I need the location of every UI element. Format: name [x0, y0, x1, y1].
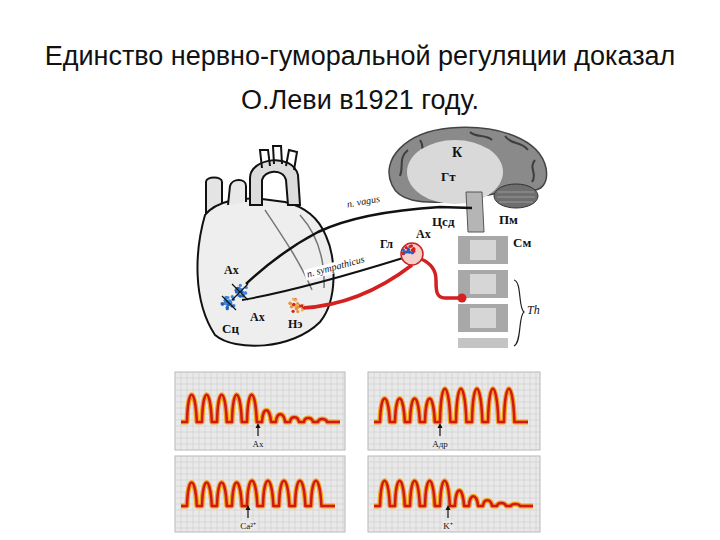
- cerebellum-folia: [497, 192, 535, 202]
- synapse-dot: [402, 249, 405, 252]
- part-label: См: [513, 236, 531, 250]
- chart-grid: [368, 372, 540, 450]
- part-label: Th: [527, 304, 540, 317]
- application-arrow: [447, 509, 448, 518]
- recording-panels: [175, 372, 540, 532]
- arrow-head: [446, 505, 451, 510]
- part-label: Цсд: [432, 215, 454, 229]
- synapse-dot: [244, 292, 247, 295]
- synapse-dot: [294, 298, 297, 301]
- part-label: n. sympathicus: [304, 254, 368, 281]
- application-arrow: [257, 427, 258, 436]
- part-label: Ах: [250, 311, 265, 324]
- cerebellum: [494, 184, 538, 208]
- part-label: Гл: [380, 238, 393, 251]
- substance-label: Адр: [431, 439, 449, 449]
- recording-panel: Адр: [368, 372, 540, 450]
- spinal-segment-core: [470, 274, 496, 294]
- application-arrow: [439, 427, 440, 436]
- heart-contraction-trace: [181, 481, 335, 506]
- thoracic-bracket: [514, 280, 524, 346]
- trace-glow: [374, 481, 533, 506]
- vagus-nerve: [246, 207, 472, 284]
- substance-label: Ca²⁺: [239, 521, 257, 531]
- brain-medial-area: [407, 140, 503, 204]
- aorta-arch: [250, 160, 300, 205]
- spinal-segment: [458, 270, 508, 298]
- part-label: Гт: [441, 170, 456, 184]
- spinal-neuron: [458, 294, 467, 303]
- part-label: К: [452, 146, 462, 161]
- spinal-segment: [458, 304, 508, 332]
- heart-contraction-trace: [181, 395, 340, 422]
- substance-label: Ах: [252, 439, 265, 449]
- aortic-branches: [260, 146, 297, 170]
- preganglionic-fiber: [421, 259, 462, 298]
- synapse-dot: [405, 250, 408, 253]
- spinal-segment: [458, 236, 508, 264]
- slide-title: Единство нервно-гуморальной регуляции до…: [20, 34, 700, 122]
- synapse-dot: [408, 245, 411, 248]
- synapse-dot: [289, 302, 292, 305]
- trace-glow: [374, 389, 528, 422]
- synapse-dot: [239, 295, 242, 298]
- synapse-dot: [292, 303, 295, 306]
- part-label: Ах: [416, 228, 431, 241]
- arrow-head: [256, 423, 261, 428]
- substance-label: K⁺: [442, 521, 454, 531]
- chart-grid-lines: [175, 372, 345, 450]
- part-label: Сц: [222, 322, 239, 336]
- synapse-dot: [290, 305, 293, 308]
- synapse-dot: [226, 307, 229, 310]
- synapse-dot: [301, 308, 304, 311]
- spinal-segment-core: [470, 240, 496, 260]
- recording-panel: Ca²⁺: [175, 456, 345, 532]
- spinal-segment: [458, 338, 508, 348]
- synapse-dot: [296, 306, 299, 309]
- recording-panel: K⁺: [368, 456, 540, 532]
- part-label: Пм: [497, 213, 520, 227]
- nerve-ending: [222, 284, 248, 310]
- synapse-dot: [239, 284, 242, 287]
- synapse-dot: [411, 251, 414, 254]
- synapse-dot: [412, 247, 415, 250]
- trace-glow: [181, 395, 340, 422]
- arrow-head: [438, 423, 443, 428]
- synapse-dot: [296, 310, 299, 313]
- heart-contraction-trace: [374, 481, 533, 506]
- spinal-segment-core: [470, 308, 496, 328]
- application-arrow: [247, 509, 248, 518]
- synapse-dots: [221, 244, 416, 313]
- part-label: n. vagus: [344, 194, 383, 211]
- synapse-dot: [292, 310, 295, 313]
- chart-grid-lines: [175, 456, 345, 532]
- synapse-dot: [221, 302, 224, 305]
- synapse-dot: [402, 252, 405, 255]
- chart-grid: [175, 456, 345, 532]
- synapse-dot: [300, 304, 303, 307]
- brainstem: [466, 192, 484, 232]
- recording-panel: Ах: [175, 372, 345, 450]
- part-label: Ах: [224, 264, 239, 277]
- chart-grid-lines: [368, 456, 540, 532]
- trace-glow: [181, 481, 335, 506]
- chart-grid-lines: [368, 372, 540, 450]
- ganglion: [401, 243, 423, 265]
- chart-grid: [175, 372, 345, 450]
- heart-contraction-trace: [374, 389, 528, 422]
- chart-grid: [368, 456, 540, 532]
- part-label: Нэ: [288, 318, 303, 331]
- pulmonary-trunk: [228, 180, 246, 205]
- coronary-vessels: [265, 210, 324, 290]
- arrow-head: [246, 505, 251, 510]
- synapse-dot: [288, 302, 291, 305]
